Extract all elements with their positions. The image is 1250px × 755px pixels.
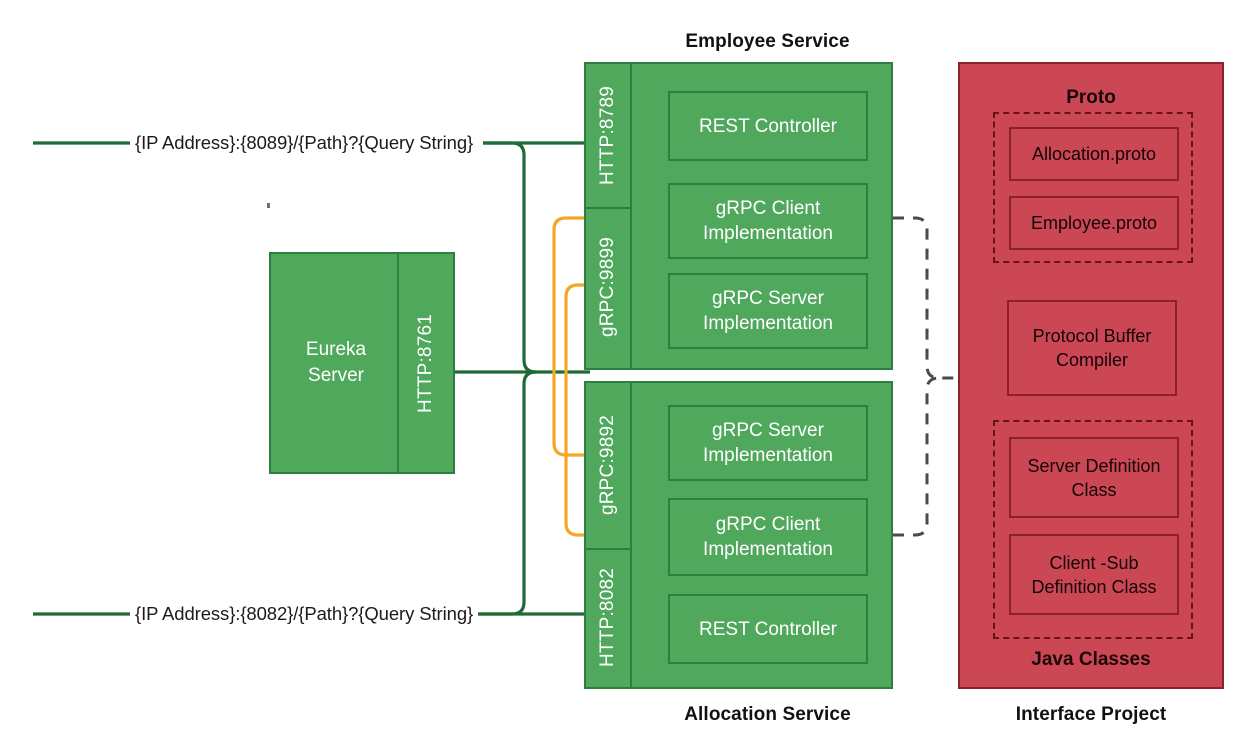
- interface-project-caption: Interface Project: [1015, 704, 1167, 725]
- employee-port-strip: HTTP:8789 gRPC:9899: [586, 64, 632, 368]
- eureka-server-box[interactable]: HTTP:8761 Eureka Server: [269, 252, 455, 474]
- employee-service-caption: Employee Service: [685, 31, 850, 52]
- client-sub-definition-class-line2: Definition Class: [1031, 576, 1157, 597]
- employee-grpc-server-line2: Implementation: [703, 313, 833, 334]
- employee-rest-controller-label: REST Controller: [699, 115, 837, 137]
- employee-port-cell-grpc[interactable]: gRPC:9899: [586, 207, 630, 368]
- server-definition-class-box[interactable]: Server Definition Class: [1009, 437, 1179, 518]
- allocation-proto-label: Allocation.proto: [1031, 144, 1157, 164]
- employee-grpc-port-label: gRPC:9899: [597, 237, 618, 338]
- employee-endpoint-label: {IP Address}:{8089}/{Path}?{Query String…: [135, 132, 474, 153]
- allocation-grpc-client-box[interactable]: gRPC Client Implementation: [668, 498, 868, 576]
- allocation-port-cell-http[interactable]: HTTP:8082: [586, 548, 630, 687]
- java-classes-section-title: Java Classes: [1031, 649, 1151, 670]
- eureka-port-cell: HTTP:8761: [399, 254, 453, 472]
- eureka-port-strip: HTTP:8761: [397, 254, 453, 472]
- http-line-allocation-to-eureka: [478, 370, 537, 616]
- eureka-name-line1: Eureka: [305, 339, 367, 360]
- employee-rest-controller-box[interactable]: REST Controller: [668, 91, 868, 161]
- employee-http-port-label: HTTP:8789: [597, 86, 618, 185]
- server-definition-class-line2: Class: [1071, 479, 1117, 500]
- employee-proto-box[interactable]: Employee.proto: [1009, 196, 1179, 250]
- allocation-grpc-port-label: gRPC:9892: [597, 415, 618, 516]
- allocation-endpoint-label: {IP Address}:{8082}/{Path}?{Query String…: [135, 603, 474, 624]
- allocation-proto-box[interactable]: Allocation.proto: [1009, 127, 1179, 181]
- allocation-service-caption: Allocation Service: [684, 704, 851, 725]
- allocation-service-box[interactable]: gRPC:9892 HTTP:8082 gRPC Server Implemen…: [584, 381, 893, 689]
- java-classes-dashed-group: Server Definition Class Client -Sub Defi…: [993, 420, 1193, 639]
- protocol-buffer-compiler-line2: Compiler: [1055, 350, 1129, 370]
- dependency-line-employee-to-interface: [893, 216, 958, 380]
- allocation-rest-controller-box[interactable]: REST Controller: [668, 594, 868, 664]
- eureka-port-label: HTTP:8761: [415, 313, 436, 413]
- server-definition-class-line1: Server Definition: [1027, 455, 1161, 476]
- allocation-grpc-client-line1: gRPC Client: [715, 514, 821, 535]
- http-line-employee-to-eureka: [483, 141, 590, 374]
- eureka-name-line2: Server: [308, 365, 364, 386]
- client-sub-definition-class-line1: Client -Sub: [1049, 552, 1139, 573]
- allocation-grpc-client-line2: Implementation: [703, 539, 833, 560]
- employee-port-cell-http[interactable]: HTTP:8789: [586, 64, 630, 209]
- employee-proto-label: Employee.proto: [1030, 213, 1158, 233]
- allocation-grpc-server-line1: gRPC Server: [712, 420, 824, 441]
- allocation-rest-controller-label: REST Controller: [699, 618, 837, 640]
- allocation-http-port-label: HTTP:8082: [597, 568, 618, 667]
- employee-grpc-client-line1: gRPC Client: [715, 198, 821, 219]
- employee-grpc-server-line1: gRPC Server: [712, 288, 824, 309]
- protocol-buffer-compiler-line1: Protocol Buffer: [1032, 326, 1152, 346]
- dependency-line-allocation-to-interface: [893, 376, 940, 537]
- allocation-port-cell-grpc[interactable]: gRPC:9892: [586, 383, 630, 550]
- client-sub-definition-class-box[interactable]: Client -Sub Definition Class: [1009, 534, 1179, 615]
- eureka-server-label: Eureka Server: [271, 254, 401, 472]
- stray-dot-artifact: [267, 203, 270, 208]
- allocation-port-strip: gRPC:9892 HTTP:8082: [586, 383, 632, 687]
- allocation-grpc-server-line2: Implementation: [703, 445, 833, 466]
- employee-grpc-server-box[interactable]: gRPC Server Implementation: [668, 273, 868, 349]
- proto-dashed-group: Allocation.proto Employee.proto: [993, 112, 1193, 263]
- employee-grpc-client-box[interactable]: gRPC Client Implementation: [668, 183, 868, 259]
- proto-section-title: Proto: [1066, 87, 1116, 108]
- allocation-grpc-server-box[interactable]: gRPC Server Implementation: [668, 405, 868, 481]
- interface-project-panel[interactable]: Proto Allocation.proto Employee.proto Pr…: [958, 62, 1224, 689]
- employee-service-box[interactable]: HTTP:8789 gRPC:9899 REST Controller gRPC…: [584, 62, 893, 370]
- protocol-buffer-compiler-box[interactable]: Protocol Buffer Compiler: [1007, 300, 1177, 396]
- employee-grpc-client-line2: Implementation: [703, 223, 833, 244]
